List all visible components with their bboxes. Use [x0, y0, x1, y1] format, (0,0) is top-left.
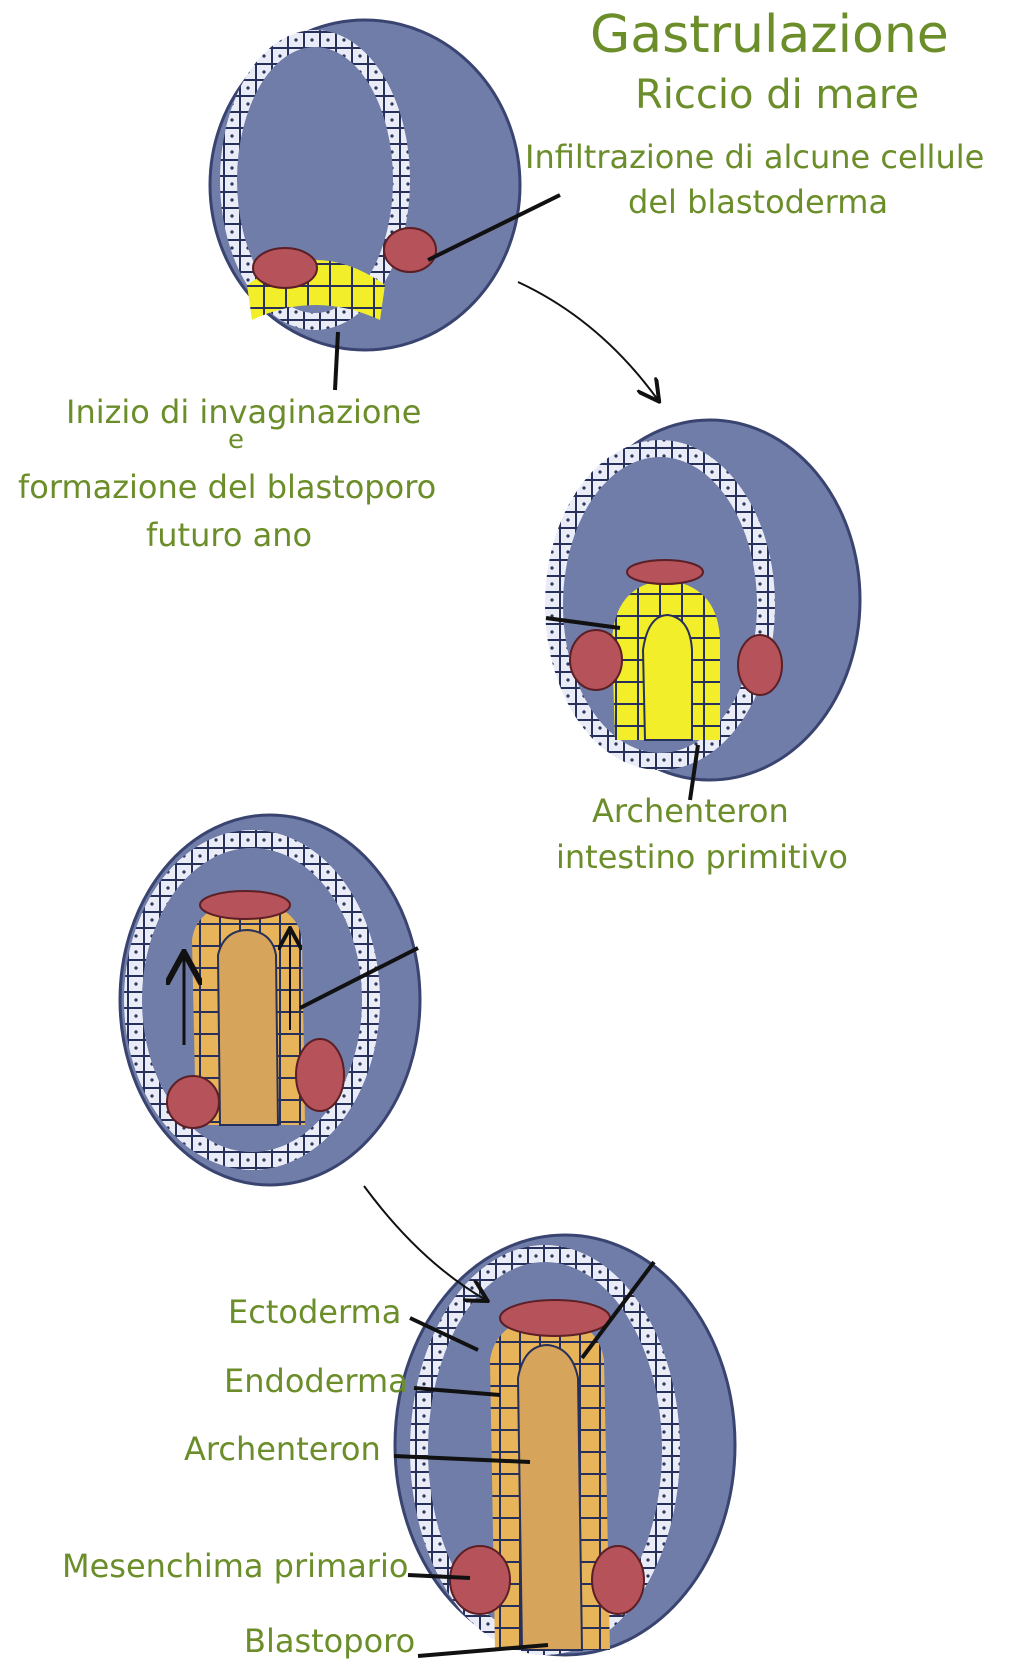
label-infiltrazione-line2: del blastoderma: [628, 183, 888, 221]
label-archenteron-stage2-line2: intestino primitivo: [556, 838, 848, 876]
stage-arrows: [364, 282, 658, 1300]
label-blastoporo: Blastoporo: [244, 1622, 415, 1660]
label-invaginazione-line2: e: [228, 425, 244, 455]
embryo-stage1: [210, 20, 520, 350]
label-infiltrazione-line1: Infiltrazione di alcune cellule: [525, 138, 984, 176]
label-endoderma: Endoderma: [224, 1362, 408, 1400]
embryo-stage3: [120, 815, 420, 1185]
label-archenteron-stage4: Archenteron: [184, 1430, 381, 1468]
label-invaginazione-line4: futuro ano: [146, 516, 312, 554]
embryo-stage4: [395, 1235, 735, 1655]
diagram-title: Gastrulazione: [590, 5, 949, 65]
embryo-stage2: [545, 420, 860, 780]
label-archenteron-stage2-line1: Archenteron: [592, 792, 789, 830]
label-ectoderma: Ectoderma: [228, 1293, 401, 1331]
diagram-subtitle: Riccio di mare: [635, 72, 919, 118]
label-invaginazione-line3: formazione del blastoporo: [18, 468, 436, 506]
label-mesenchima-primario: Mesenchima primario: [62, 1547, 408, 1585]
